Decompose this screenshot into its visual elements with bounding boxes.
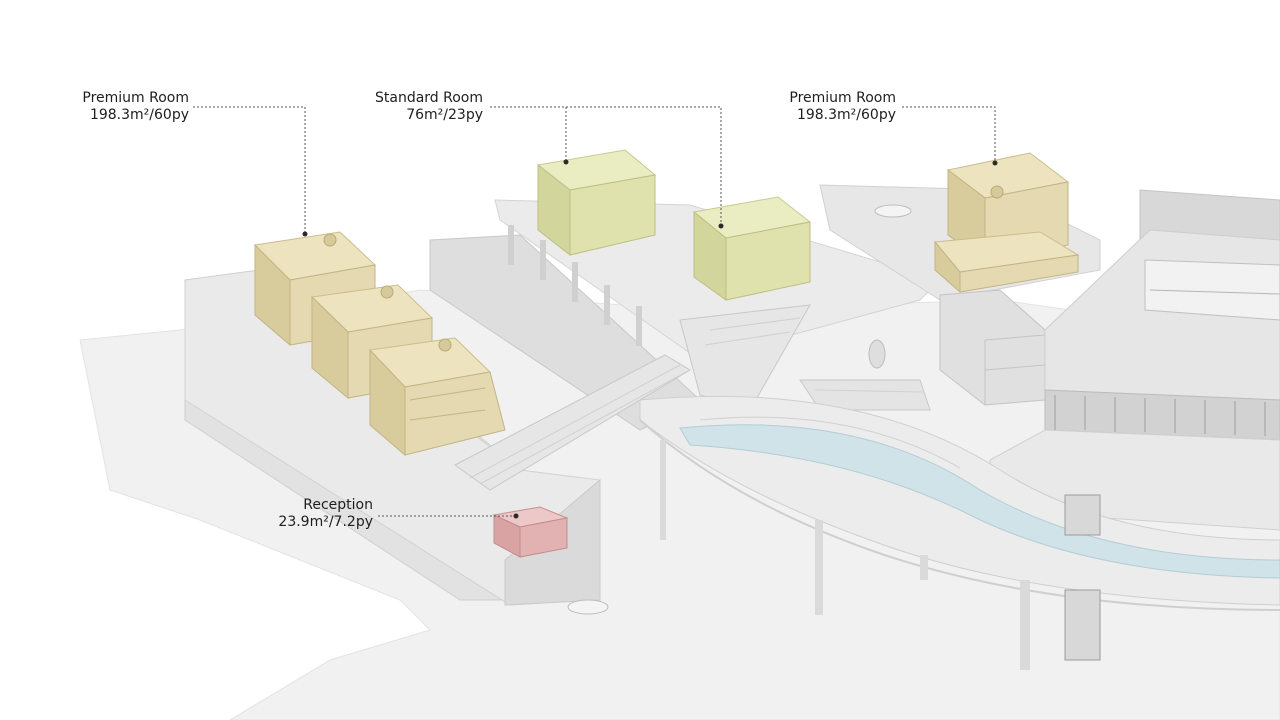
staircases	[454, 304, 931, 491]
label-premium-room-left-area: 198.3m²/60py	[89, 107, 189, 123]
label-reception-area: 23.9m²/7.2py	[278, 514, 373, 530]
label-premium-room-right-area: 198.3m²/60py	[796, 107, 896, 123]
cars	[567, 204, 912, 615]
label-standard-room: Standard Room 76m²/23py	[375, 90, 483, 124]
label-premium-room-right-name: Premium Room	[789, 90, 896, 106]
label-premium-room-right: Premium Room 198.3m²/60py	[789, 90, 896, 124]
premium-room-villas-left	[253, 231, 506, 457]
leader-lines	[193, 106, 996, 517]
small-box-structure	[939, 289, 1046, 406]
premium-room-right	[934, 152, 1080, 294]
label-standard-room-area: 76m²/23py	[406, 107, 483, 123]
curved-pool-deck	[639, 395, 1280, 670]
leader-dots	[302, 159, 998, 519]
label-premium-room-left-name: Premium Room	[82, 90, 189, 106]
label-standard-room-name: Standard Room	[374, 90, 483, 106]
label-premium-room-left: Premium Room 198.3m²/60py	[82, 90, 189, 124]
label-reception: Reception 23.9m²/7.2py	[278, 497, 373, 531]
label-reception-name: Reception	[303, 497, 373, 513]
reception-pavilion	[492, 506, 569, 558]
